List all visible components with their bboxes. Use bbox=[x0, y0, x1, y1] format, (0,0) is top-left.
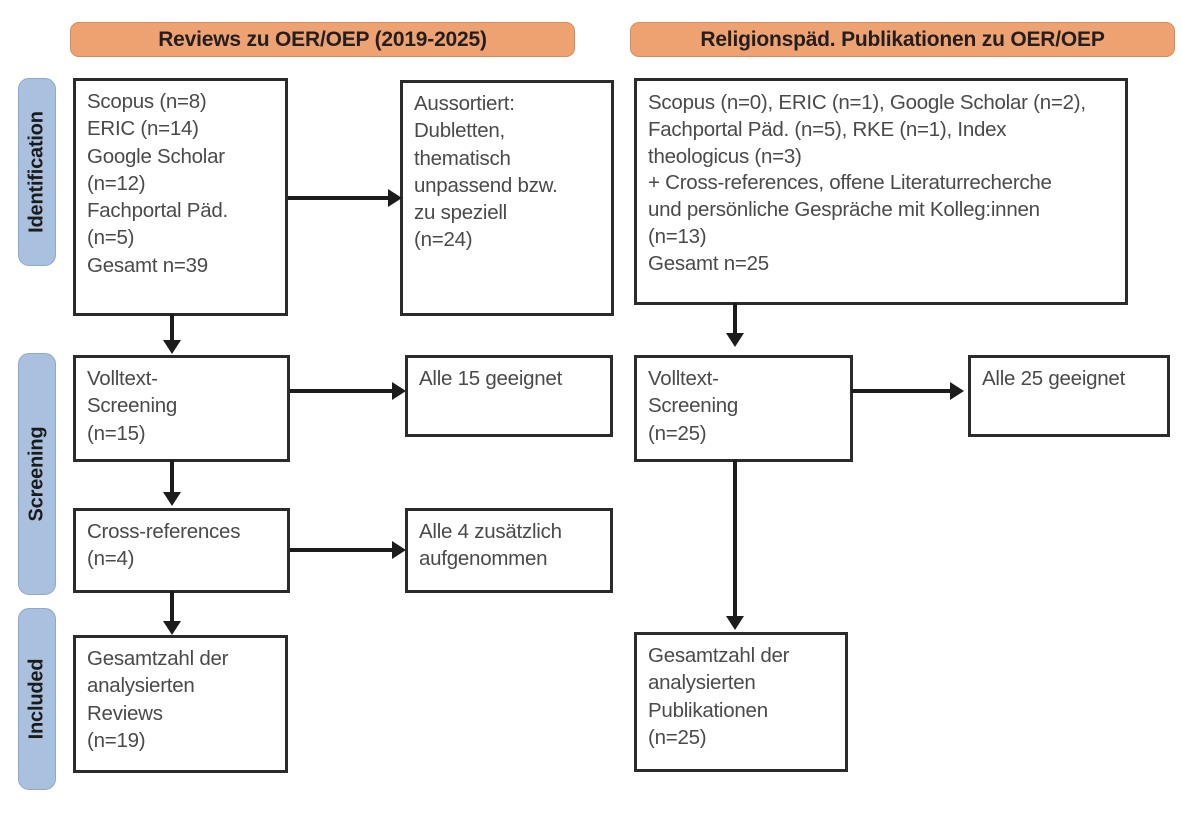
column-header-religionspaed: Religionspäd. Publikationen zu OER/OEP bbox=[630, 22, 1175, 57]
arrowhead-left-fulltext-to-result bbox=[392, 382, 406, 400]
connector-left-identification-to-excluded bbox=[288, 196, 393, 200]
connector-left-identification-to-fulltext bbox=[170, 314, 174, 342]
arrowhead-left-crossreferences-to-included bbox=[163, 621, 181, 635]
connector-right-identification-to-fulltext bbox=[733, 303, 737, 335]
phase-label-identification: Identification bbox=[25, 111, 48, 233]
box-left-fulltext-result: Alle 15 geeignet bbox=[405, 355, 613, 437]
box-right-fulltext-screening: Volltext- Screening (n=25) bbox=[634, 355, 853, 462]
box-right-fulltext-result: Alle 25 geeignet bbox=[968, 355, 1170, 437]
arrowhead-left-identification-to-excluded bbox=[388, 189, 402, 207]
connector-left-fulltext-to-crossreferences bbox=[170, 460, 174, 493]
arrowhead-left-crossreferences-to-result bbox=[392, 541, 406, 559]
box-right-included: Gesamtzahl der analysierten Publikatione… bbox=[634, 632, 848, 772]
connector-right-fulltext-to-result bbox=[851, 389, 953, 393]
connector-left-fulltext-to-result bbox=[290, 389, 395, 393]
connector-left-crossreferences-to-included bbox=[170, 591, 174, 623]
box-left-excluded: Aussortiert: Dubletten, thematisch unpas… bbox=[400, 80, 614, 316]
arrowhead-right-identification-to-fulltext bbox=[726, 333, 744, 347]
box-left-fulltext-screening: Volltext- Screening (n=15) bbox=[73, 355, 290, 462]
connector-right-fulltext-to-included bbox=[733, 460, 737, 618]
box-left-crossreferences-result: Alle 4 zusätzlich aufgenommen bbox=[405, 508, 613, 593]
connector-left-crossreferences-to-result bbox=[290, 548, 395, 552]
phase-bar-included: Included bbox=[18, 608, 56, 790]
arrowhead-left-fulltext-to-crossreferences bbox=[163, 492, 181, 506]
box-left-identification: Scopus (n=8) ERIC (n=14) Google Scholar … bbox=[73, 78, 288, 316]
column-header-reviews: Reviews zu OER/OEP (2019-2025) bbox=[70, 22, 575, 57]
box-left-crossreferences: Cross-references (n=4) bbox=[73, 508, 290, 593]
phase-bar-identification: Identification bbox=[18, 78, 56, 266]
box-right-identification: Scopus (n=0), ERIC (n=1), Google Scholar… bbox=[634, 78, 1128, 305]
arrowhead-right-fulltext-to-included bbox=[726, 616, 744, 630]
phase-label-screening: Screening bbox=[25, 426, 48, 522]
box-left-included: Gesamtzahl der analysierten Reviews (n=1… bbox=[73, 635, 288, 773]
phase-bar-screening: Screening bbox=[18, 353, 56, 595]
phase-label-included: Included bbox=[25, 658, 48, 740]
arrowhead-right-fulltext-to-result bbox=[950, 382, 964, 400]
arrowhead-left-identification-to-fulltext bbox=[163, 340, 181, 354]
